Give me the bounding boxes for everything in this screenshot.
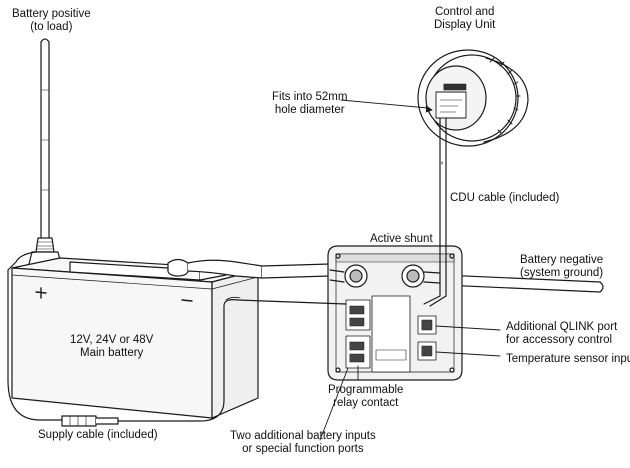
positive-cable bbox=[27, 38, 63, 273]
control-unit-label: Control and Display Unit bbox=[434, 6, 496, 31]
active-shunt-label: Active shunt bbox=[370, 233, 433, 245]
leader-lines bbox=[319, 99, 501, 441]
fits-hole-label: Fits into 52mm hole diameter bbox=[272, 91, 348, 116]
control-display-unit bbox=[417, 49, 529, 147]
active-shunt bbox=[327, 245, 463, 381]
battery-inputs-label: Two additional battery inputs or special… bbox=[230, 430, 376, 455]
battery-negative-label: Battery negative (system ground) bbox=[520, 254, 604, 279]
relay-contact-label: Programmable relay contact bbox=[328, 384, 404, 409]
battery-positive-label: Battery positive (to load) bbox=[12, 8, 91, 33]
main-battery-label: 12V, 24V or 48V Main battery bbox=[70, 334, 154, 359]
supply-cable bbox=[7, 251, 347, 427]
temperature-sensor-label: Temperature sensor input bbox=[506, 353, 630, 365]
main-battery bbox=[11, 257, 259, 419]
qlink-port-label: Additional QLINK port for accessory cont… bbox=[506, 321, 618, 346]
cdu-cable-label: CDU cable (included) bbox=[450, 192, 560, 204]
cdu-cable bbox=[423, 117, 447, 307]
supply-cable-label: Supply cable (included) bbox=[38, 429, 158, 441]
negative-link-cable bbox=[187, 259, 331, 279]
